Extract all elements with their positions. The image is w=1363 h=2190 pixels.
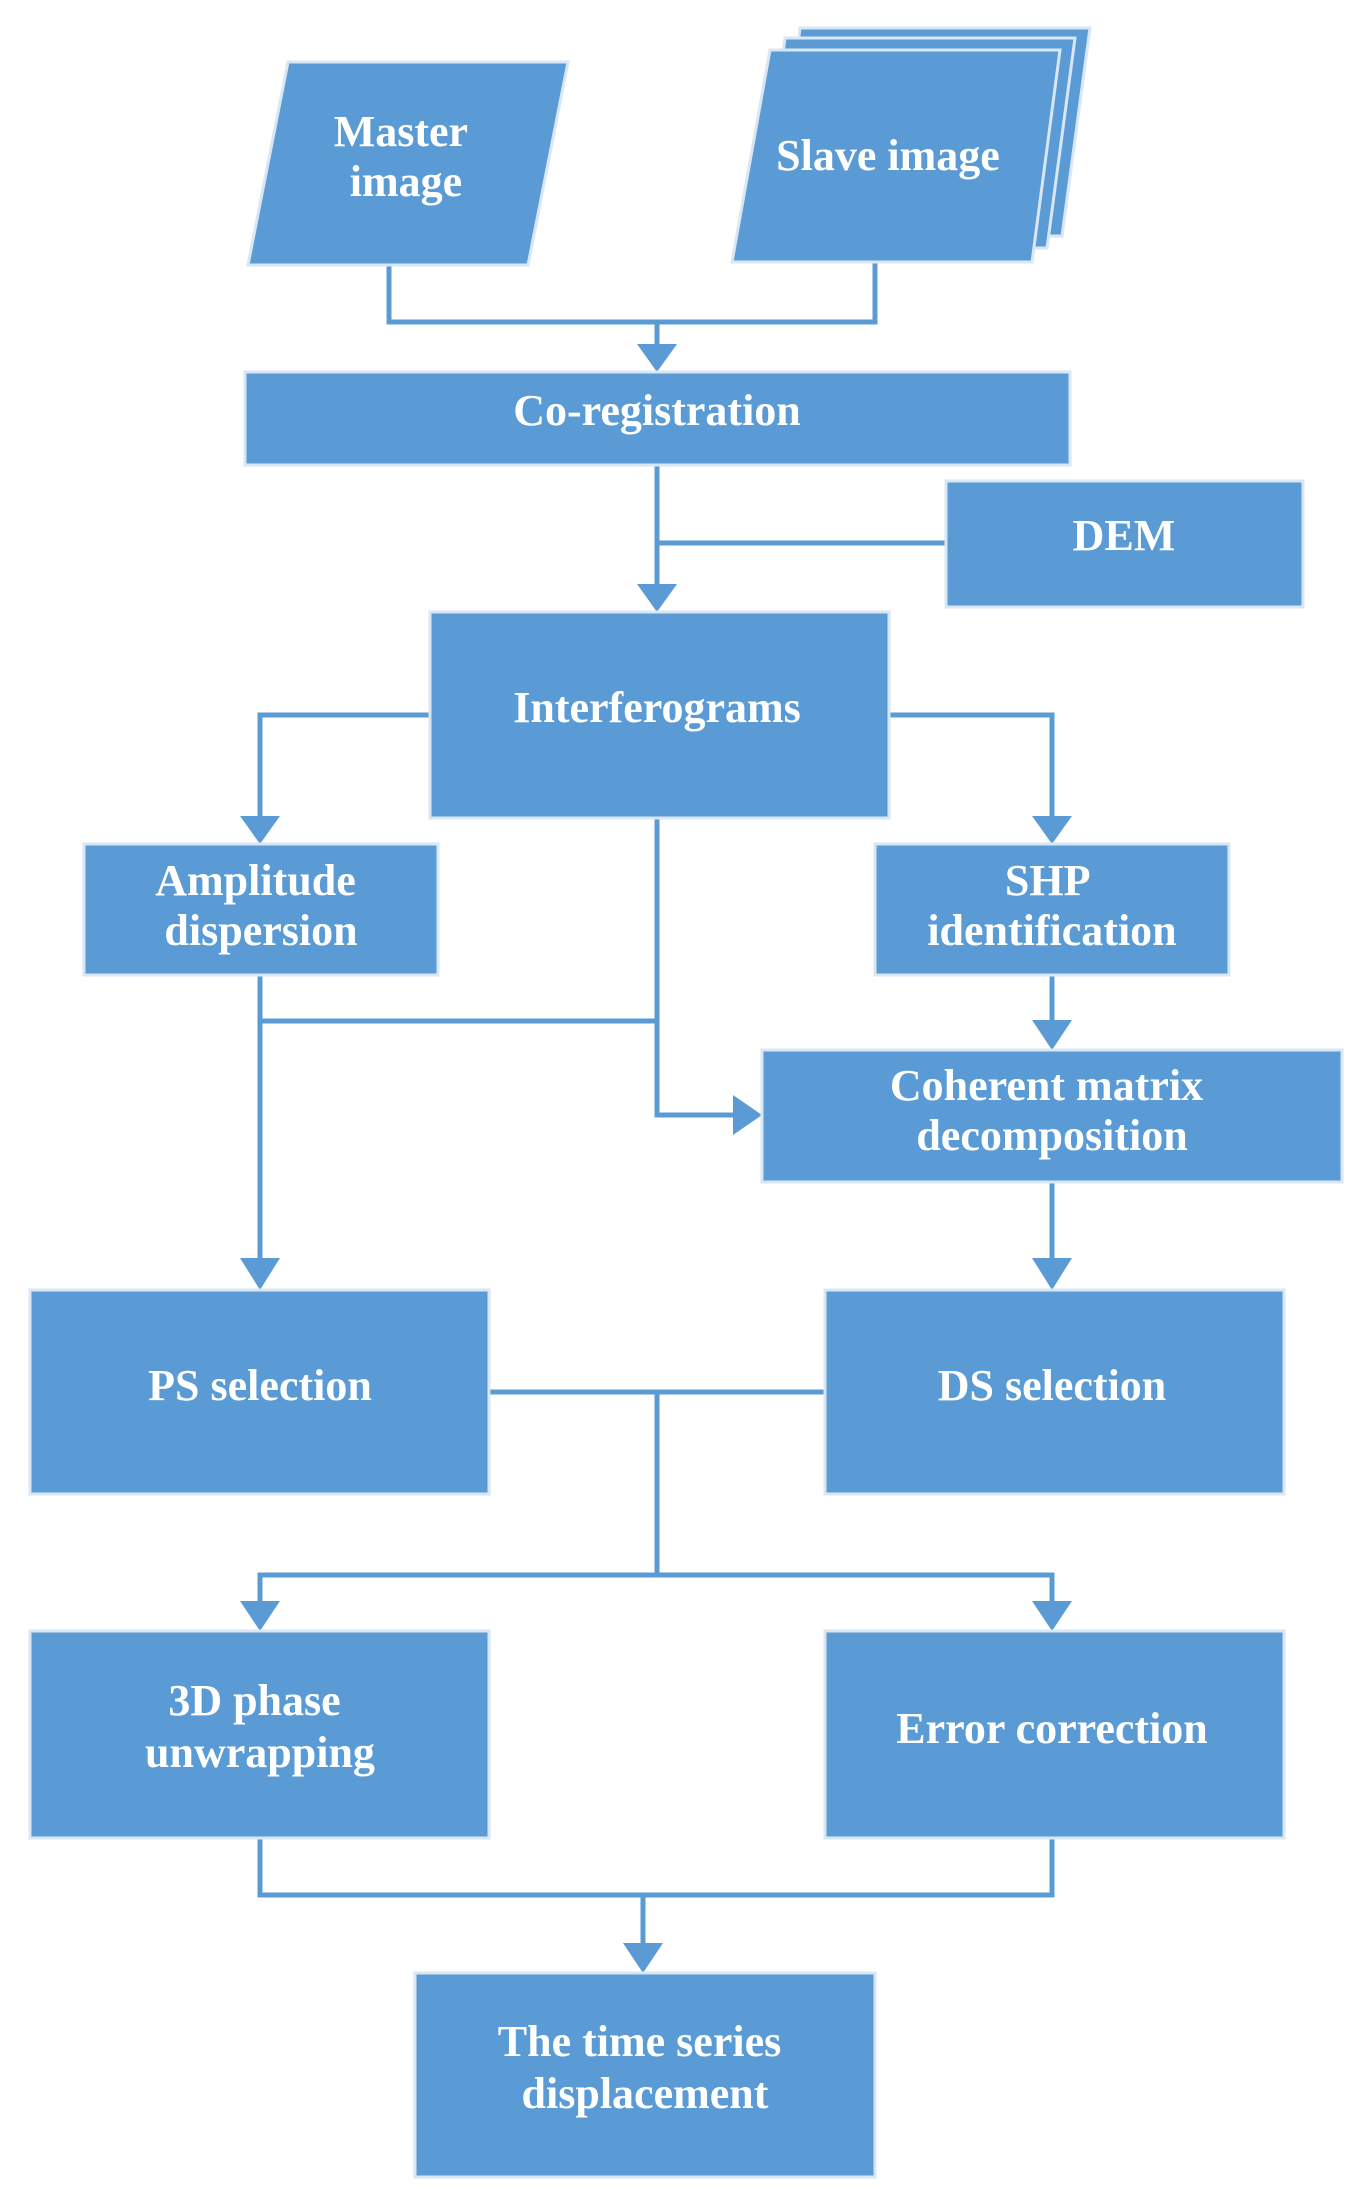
edge-interferograms-to-coherent [654,818,735,1118]
slave-stack-front [730,48,1062,264]
node-label: SHP identification [927,856,1176,955]
node-label: Coherent matrix decomposition [890,1061,1214,1160]
arrow-into-shp [1032,816,1072,844]
node-label: Amplitude dispersion [155,856,366,955]
node-label: Slave image [776,131,1000,180]
node-label: Error correction [896,1704,1208,1753]
arrow-into-ps [240,1258,280,1290]
node-ps-selection: PS selection [28,1288,491,1496]
arrow-into-displacement [623,1943,663,1973]
arrow-into-coregistration [637,344,677,372]
node-3d-phase-unwrapping: 3D phase unwrapping [28,1629,491,1840]
node-label: The time series displacement [498,2017,792,2118]
connectors [240,262,1072,1973]
edge-master-slave-merge [386,262,878,325]
node-label: DEM [1073,511,1176,560]
node-label: 3D phase unwrapping [145,1676,375,1777]
edge-interferograms-to-shp [889,712,1055,818]
arrow-into-error-correction [1032,1601,1072,1631]
node-master-image: Master image [246,60,570,267]
arrow-into-unwrapping [240,1601,280,1631]
node-amplitude-dispersion: Amplitude dispersion [82,842,440,977]
node-coherent-matrix-decomposition: Coherent matrix decomposition [760,1048,1344,1184]
edge-interferograms-to-amplitude [257,712,430,818]
node-time-series-displacement: The time series displacement [413,1971,877,2179]
edge-final-merge [257,1838,1055,1898]
edge-split [257,1572,1055,1603]
node-slave-image: Slave image [730,26,1092,264]
node-interferograms: Interferograms [428,610,891,820]
node-ds-selection: DS selection [823,1288,1286,1496]
node-shp-identification: SHP identification [873,842,1231,977]
arrow-shp-into-coherent [1032,1020,1072,1050]
arrow-into-interferograms [637,584,677,612]
node-coregistration: Co-registration [243,370,1072,467]
arrow-into-coherent [733,1095,762,1135]
node-dem: DEM [944,479,1305,609]
node-label: PS selection [148,1361,372,1410]
arrow-into-amplitude [240,816,280,844]
node-label: Co-registration [513,386,801,435]
node-label: DS selection [938,1361,1167,1410]
node-error-correction: Error correction [823,1629,1286,1840]
node-label: Master image [334,107,479,206]
node-label: Interferograms [513,683,801,732]
arrow-into-ds [1032,1258,1072,1290]
